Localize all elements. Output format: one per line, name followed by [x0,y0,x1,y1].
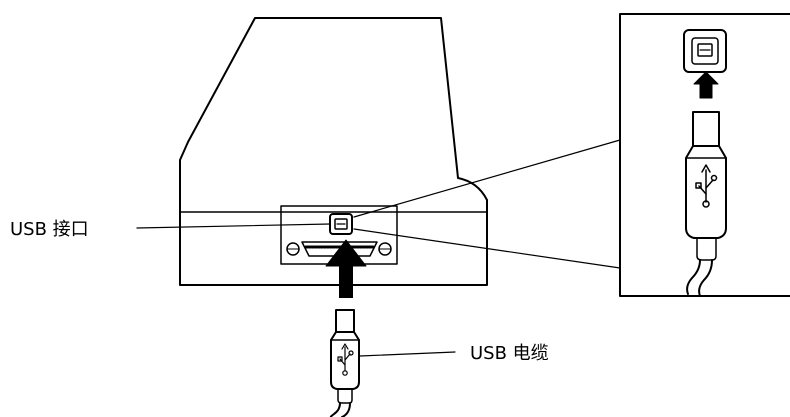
usb-trident-icon [337,343,354,376]
usb-cable-label: USB 电缆 [470,343,549,364]
usb-b-plug [329,309,360,417]
inset-usb-b-plug [685,111,727,297]
usb-cable-leader-line [359,351,456,357]
inset-usb-b-port-icon [683,29,727,73]
inset-up-arrow-icon [693,71,719,99]
usb-port-leader-line [136,223,331,229]
inset-frame [619,13,790,297]
parallel-port-icon [286,241,392,257]
up-arrow-icon [325,239,367,298]
zoom-line-top [353,139,621,218]
usb-port-label: USB 接口 [10,219,89,240]
usb-b-port-icon [329,213,353,235]
inset-usb-trident-icon [695,164,718,208]
zoom-line-bottom [353,228,621,269]
printer-body-outline [179,17,488,286]
